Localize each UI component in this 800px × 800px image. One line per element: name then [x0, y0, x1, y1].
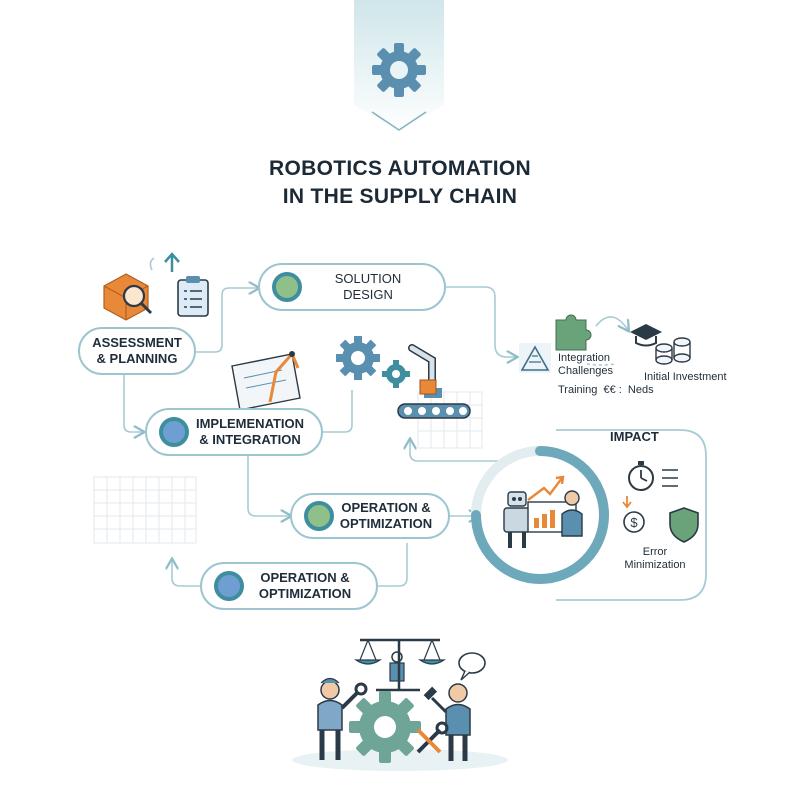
warning-triangle-icon: [519, 343, 551, 373]
error-minimization-label: Error Minimization: [610, 546, 700, 572]
step-label-line-2: DESIGN: [343, 287, 393, 302]
arrow-up-icon: [164, 252, 180, 272]
hammer-icon: [423, 686, 448, 714]
gear-icon: [372, 43, 426, 97]
wrench-icon: [340, 682, 368, 710]
gear-icon: [382, 360, 410, 388]
status-dot: [214, 571, 244, 601]
worker-icon: [561, 490, 583, 537]
worker-icon: [445, 683, 471, 761]
step-assessment-planning[interactable]: ASSESSMENT & PLANNING: [78, 327, 196, 375]
connector-lines: [123, 257, 628, 587]
worker-icon: [317, 677, 343, 760]
step-label-line-2: OPTIMIZATION: [339, 516, 433, 531]
step-label-line-2: OPTIMIZATION: [258, 586, 352, 601]
speech-bubble-icon: [458, 652, 486, 681]
page-title: ROBOTICS AUTOMATION IN THE SUPPLY CHAIN: [0, 155, 800, 211]
impact-heading: IMPACT: [610, 429, 659, 444]
step-implementation-integration[interactable]: IMPLEMENATION & INTEGRATION: [145, 408, 323, 456]
status-dot: [304, 501, 334, 531]
label-line: Integration: [558, 352, 610, 364]
wrench-icon: [416, 721, 449, 754]
step-label-line-1: SOLUTION: [334, 271, 402, 286]
industrial-robot-icon: [408, 344, 442, 398]
training-needs-label: Training €€ : Neds: [558, 384, 654, 396]
label-line: Challenges: [558, 365, 614, 377]
integration-challenges-label: Integration Challenges: [558, 352, 613, 378]
grid-panel: [417, 391, 483, 449]
status-dot: [272, 272, 302, 302]
step-operation-optimization[interactable]: OPERATION & OPTIMIZATION: [290, 493, 450, 539]
title-line-2: IN THE SUPPLY CHAIN: [282, 185, 518, 208]
dollar-icon: $: [623, 511, 645, 533]
coins-icon: [655, 337, 691, 365]
clipboard-icon: [177, 276, 209, 317]
step-operation-optimization-2[interactable]: OPERATION & OPTIMIZATION: [200, 562, 378, 610]
svg-text:$: $: [630, 515, 638, 530]
step-solution-design[interactable]: SOLUTION DESIGN: [258, 263, 446, 311]
gear-icon: [349, 691, 421, 763]
gear-icon: [336, 336, 380, 380]
step-label-line-1: ASSESSMENT: [92, 335, 182, 350]
box-magnifier-icon: [103, 273, 153, 321]
initial-investment-label: Initial Investment: [644, 371, 727, 383]
puzzle-icon: [555, 314, 592, 351]
status-dot: [159, 417, 189, 447]
step-label-line-1: OPERATION &: [260, 570, 350, 585]
step-label-line-1: IMPLEMENATION: [195, 416, 305, 431]
conveyor-icon: [397, 403, 471, 419]
ground-shadow: [292, 749, 508, 771]
label-line: Minimization: [624, 559, 686, 571]
title-line-1: ROBOTICS AUTOMATION: [269, 157, 531, 180]
label-line: Error: [642, 546, 668, 558]
graduation-cap-icon: [630, 324, 662, 347]
stopwatch-icon: [628, 461, 678, 491]
robot-arm-icon: [231, 351, 301, 411]
scales-icon: [354, 638, 446, 692]
grid-panel: [93, 476, 197, 544]
step-label-line-2: & INTEGRATION: [199, 432, 301, 447]
step-label-line-2: & PLANNING: [96, 351, 178, 366]
shield-icon: [669, 507, 699, 543]
arrow-down-icon: [622, 496, 632, 509]
step-label-line-1: OPERATION &: [341, 500, 431, 515]
robot-icon: [503, 491, 531, 548]
